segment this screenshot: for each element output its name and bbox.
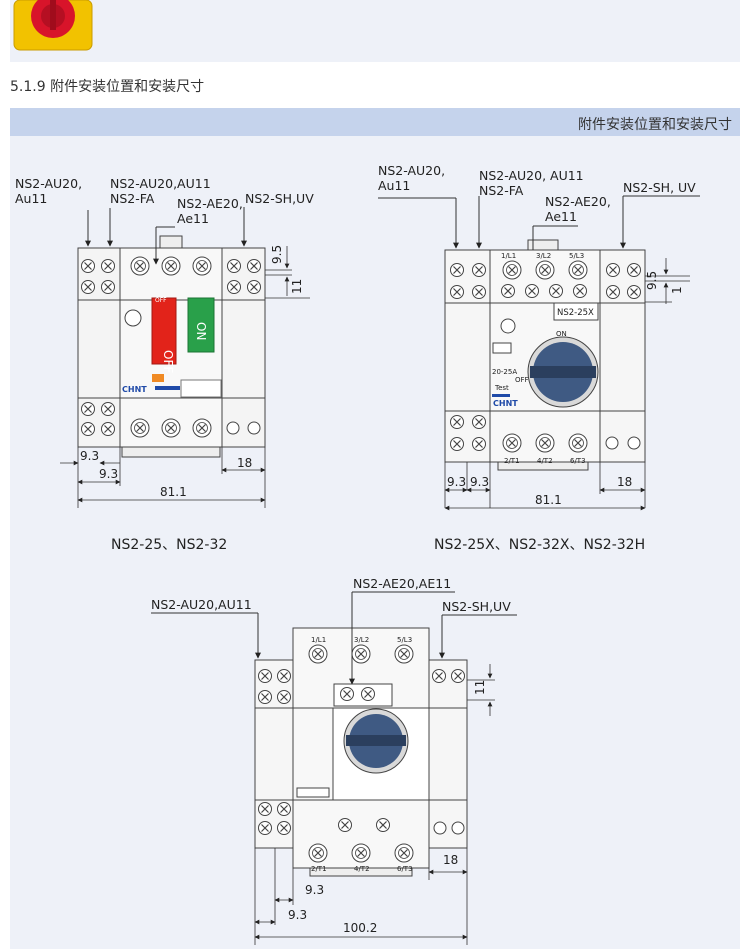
d2-range-label: 20-25A	[492, 368, 517, 376]
d3-term-top-1: 1/L1	[311, 636, 326, 644]
d3-label-sh: NS2-SH,UV	[442, 599, 511, 614]
rotary-switch-photo-icon	[10, 0, 96, 58]
d2-term-bot-2: 4/T2	[537, 457, 553, 465]
d1-dim-9-3b: 9.3	[99, 467, 118, 481]
d2-caption: NS2-25X、NS2-32X、NS2-32H	[434, 537, 646, 553]
d2-on-label: ON	[556, 330, 567, 338]
d3-term-top-3: 5/L3	[397, 636, 412, 644]
d1-brand: CHNT	[122, 385, 147, 394]
d3-dim-100-2: 100.2	[343, 921, 377, 935]
d2-label-sh: NS2-SH, UV	[623, 180, 696, 195]
d1-off-small: OFF	[155, 297, 167, 304]
diagram2-screws	[449, 260, 642, 453]
d2-term-bot-1: 2/T1	[504, 457, 520, 465]
panel-header-text: 附件安装位置和安装尺寸	[578, 117, 732, 133]
diagram1-dimlines	[60, 246, 310, 508]
d2-term-top-3: 5/L3	[569, 252, 584, 260]
d1-label-ae: NS2-AE20,Ae11	[177, 196, 243, 226]
d1-off-text: OFF	[161, 350, 175, 373]
diagram3-leaders	[151, 591, 517, 685]
d2-dim-9-3b: 9.3	[470, 475, 489, 489]
d1-label-sh: NS2-SH,UV	[245, 191, 314, 206]
diagram1-buttons: OFF OFF ON CHNT	[122, 297, 222, 398]
d1-dim-9-5: 9.5	[270, 245, 284, 264]
d1-dim-11: 11	[290, 279, 304, 294]
d2-dim-9-3a: 9.3	[447, 475, 466, 489]
d2-brand: CHNT	[493, 399, 518, 408]
panel-header: 附件安装位置和安装尺寸	[10, 108, 740, 136]
d2-dim-1: 1	[670, 286, 684, 294]
diagram3-terminals: 1/L1 3/L2 5/L3 2/T1 4/T2 6/T3	[311, 636, 413, 873]
d3-dim-11: 11	[473, 680, 487, 695]
diagram3-screws	[257, 644, 466, 863]
d2-test-label: Test	[494, 384, 509, 392]
d1-dim-18: 18	[237, 456, 252, 470]
d3-label-ae: NS2-AE20,AE11	[353, 576, 452, 591]
d3-term-top-2: 3/L2	[354, 636, 369, 644]
d2-dim-81-1: 81.1	[535, 493, 562, 507]
d2-model-label: NS2-25X	[557, 308, 594, 318]
d2-label-ae: NS2-AE20,Ae11	[545, 194, 611, 224]
d2-off-label: OFF	[515, 376, 529, 384]
d1-dim-81-1: 81.1	[160, 485, 187, 499]
diagram3-dimlines	[254, 664, 495, 945]
d3-term-bot-1: 2/T1	[311, 865, 327, 873]
diagram2-leaders	[378, 195, 700, 250]
section-title: 5.1.9 附件安装位置和安装尺寸	[10, 79, 205, 95]
d2-term-top-2: 3/L2	[536, 252, 551, 260]
diagram2-front: 1/L1 3/L2 5/L3 2/T1 4/T2 6/T3 ON 20-25A …	[492, 252, 599, 465]
d3-term-bot-2: 4/T2	[354, 865, 370, 873]
d3-dim-9-3b: 9.3	[288, 908, 307, 922]
d2-term-top-1: 1/L1	[501, 252, 516, 260]
diagram2-dimlines	[444, 258, 690, 511]
d2-dim-9-5: 9.5	[645, 271, 659, 290]
diagram1-screws	[80, 256, 262, 438]
d1-dim-9-3a: 9.3	[80, 449, 99, 463]
d3-dim-18: 18	[443, 853, 458, 867]
d2-term-bot-3: 6/T3	[570, 457, 586, 465]
d3-term-bot-3: 6/T3	[397, 865, 413, 873]
d1-label-au: NS2-AU20,Au11	[15, 176, 83, 206]
diagram1-leaders	[85, 207, 247, 265]
d2-label-au: NS2-AU20,Au11	[378, 163, 446, 193]
d1-on-text: ON	[194, 322, 208, 340]
d3-dim-9-3a: 9.3	[305, 883, 324, 897]
d3-label-au: NS2-AU20,AU11	[151, 597, 252, 612]
top-image-band	[10, 0, 740, 62]
d2-dim-18: 18	[617, 475, 632, 489]
d1-caption: NS2-25、NS2-32	[111, 537, 228, 553]
